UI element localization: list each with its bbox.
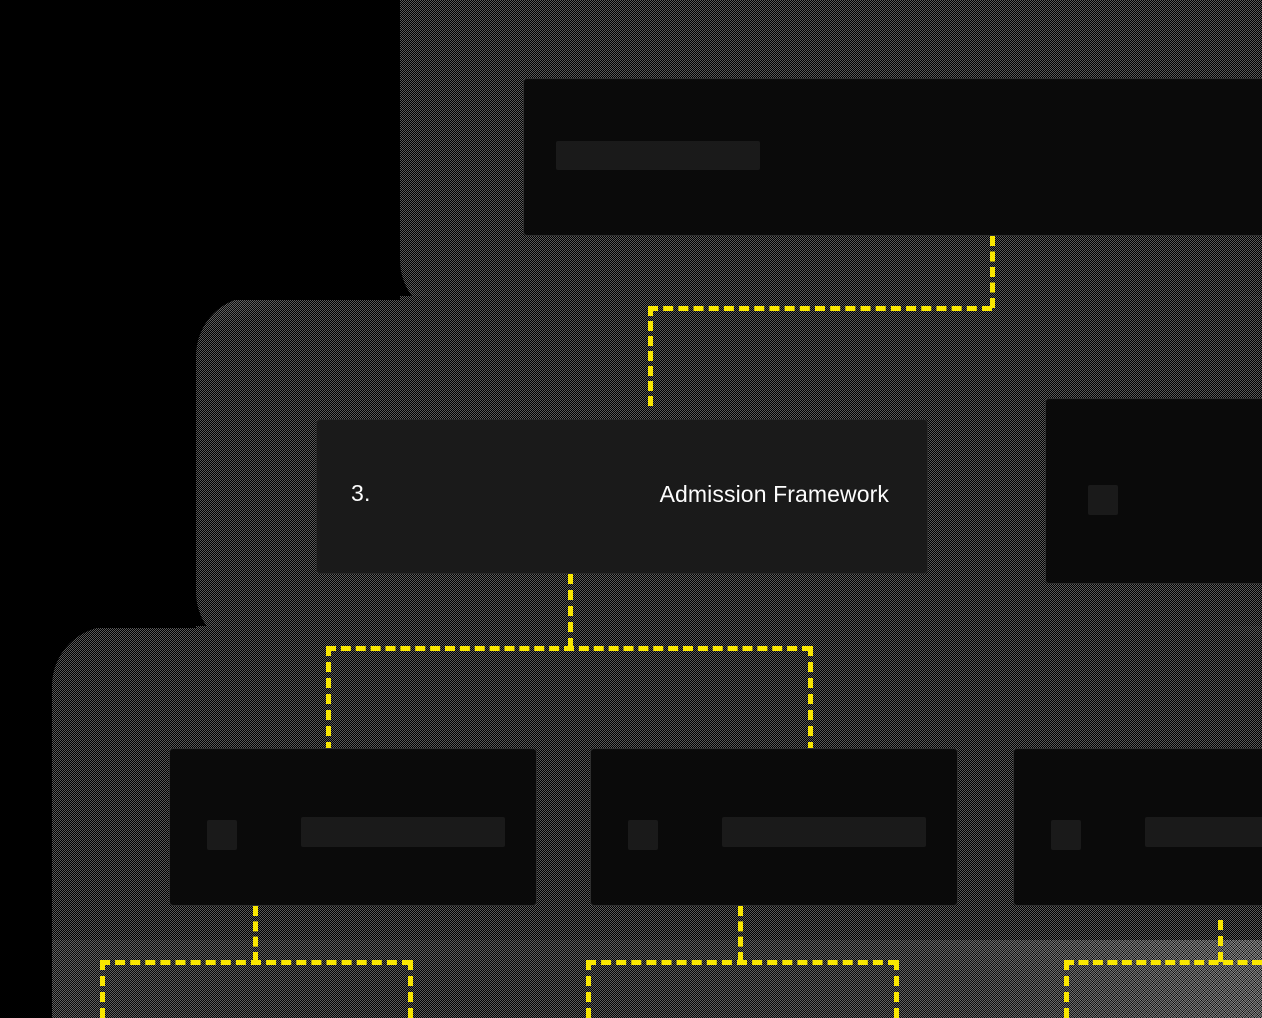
connector-child-1-down (253, 906, 258, 962)
noise-texture-highlight (0, 940, 1262, 1018)
connector-to-child-3 (1218, 920, 1223, 962)
icon-placeholder (628, 820, 658, 850)
connector-to-child-1 (326, 646, 331, 752)
title-placeholder-bar (301, 817, 505, 847)
node-title: Admission Framework (659, 481, 889, 507)
connector-to-grandchild-5 (1064, 960, 1069, 1018)
connector-bus-level-2 (326, 646, 812, 651)
connector-bus-level-3-middle (586, 960, 898, 965)
connector-bus-level-3-right (1064, 960, 1262, 965)
node-card-sibling-right[interactable] (1045, 398, 1262, 584)
connector-to-grandchild-1 (100, 960, 105, 1018)
connector-root-down (990, 236, 995, 308)
connector-bus-level-1 (648, 306, 992, 311)
backdrop-mask-mid-left (0, 300, 196, 628)
glow-panel-level-4 (0, 940, 1262, 1018)
icon-placeholder (207, 820, 237, 850)
noise-texture (0, 940, 1262, 1018)
connector-to-child-2 (808, 646, 813, 752)
title-placeholder-bar (1145, 817, 1262, 847)
title-placeholder-bar (556, 141, 760, 170)
icon-placeholder (1051, 820, 1081, 850)
node-card-child-2[interactable] (590, 748, 958, 906)
connector-to-grandchild-4 (894, 960, 899, 1018)
connector-child-2-down (738, 906, 743, 962)
connector-bus-level-3-left (100, 960, 412, 965)
backdrop-mask-bottom-left (0, 628, 52, 1018)
node-card-admission-framework[interactable]: 3. Admission Framework (316, 419, 928, 574)
backdrop-mask-top-left (0, 0, 400, 300)
node-card-root[interactable] (523, 78, 1262, 236)
node-card-child-1[interactable] (169, 748, 537, 906)
node-number: 3. (351, 480, 371, 506)
connector-to-node-3 (648, 306, 653, 406)
connector-node-3-down (568, 574, 573, 648)
connector-to-grandchild-3 (586, 960, 591, 1018)
node-card-child-3[interactable] (1013, 748, 1262, 906)
icon-placeholder (1088, 485, 1118, 515)
connector-to-grandchild-2 (408, 960, 413, 1018)
title-placeholder-bar (722, 817, 926, 847)
